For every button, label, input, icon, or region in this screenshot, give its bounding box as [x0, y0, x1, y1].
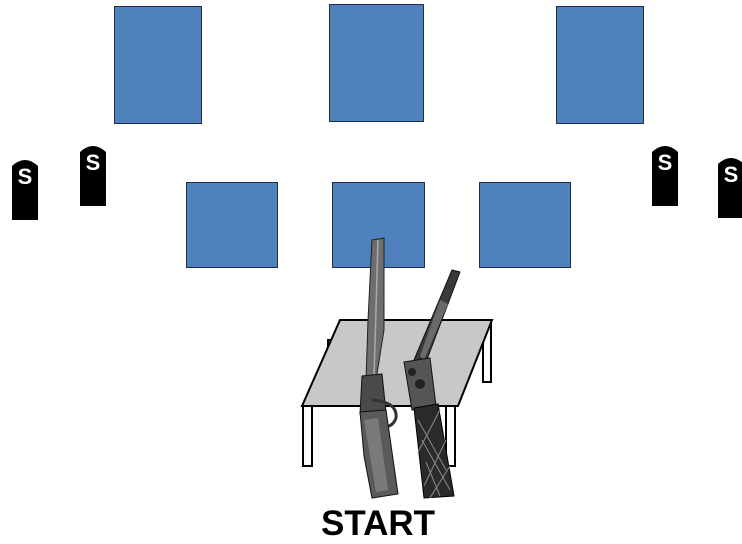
loading-table-icon: [300, 319, 494, 467]
steel-target-far-right-shape: [718, 158, 742, 218]
steel-letter: S: [85, 150, 101, 175]
steel-letter: S: [17, 164, 33, 189]
steel-target-right: S: [648, 142, 682, 206]
lever-action-rifle-icon: [359, 237, 399, 499]
target-top-center: [329, 4, 424, 122]
start-label: START: [320, 504, 436, 543]
steel-target-left: S: [76, 142, 110, 206]
steel-target-far-left: S: [8, 156, 42, 220]
target-bottom-right: [479, 182, 571, 268]
steel-letter: S: [723, 162, 739, 187]
steel-letter: S: [657, 150, 673, 175]
target-top-left: [114, 6, 202, 124]
target-top-right: [556, 6, 644, 124]
target-bottom-left: [186, 182, 278, 268]
steel-target-left-shape: [80, 146, 106, 206]
double-barrel-shotgun-icon: [403, 269, 461, 499]
steel-target-far-left-shape: [12, 160, 38, 220]
steel-target-far-right: S: [714, 154, 742, 218]
steel-target-right-shape: [652, 146, 678, 206]
